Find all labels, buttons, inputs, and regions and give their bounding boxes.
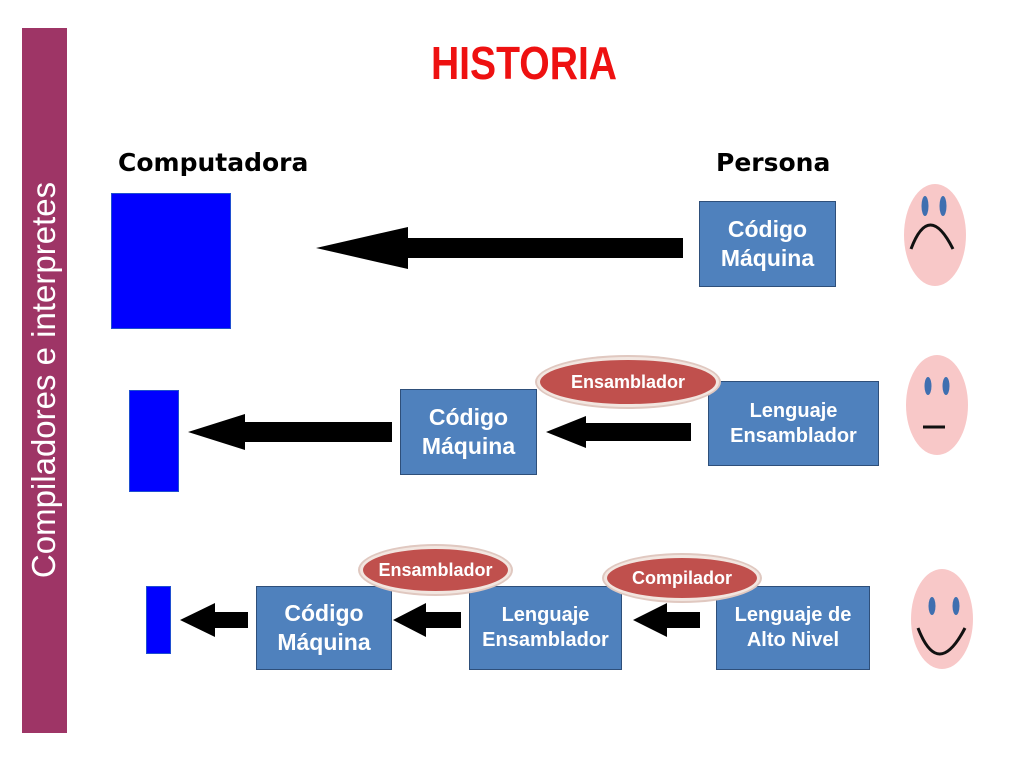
assembler-badge: Ensamblador bbox=[360, 546, 511, 594]
machine-code-box: Código Máquina bbox=[256, 586, 392, 670]
arrow-left bbox=[393, 603, 461, 637]
person-header: Persona bbox=[716, 148, 831, 177]
arrow-left bbox=[316, 227, 683, 269]
arrow-left bbox=[188, 414, 392, 450]
box-label: Código Máquina bbox=[421, 404, 516, 459]
sad-face-icon bbox=[904, 184, 966, 286]
machine-code-box: Código Máquina bbox=[699, 201, 836, 287]
assembly-language-box: Lenguaje Ensamblador bbox=[469, 586, 622, 670]
arrow-left bbox=[180, 603, 248, 637]
arrow-left bbox=[633, 603, 700, 637]
assembly-language-box: Lenguaje Ensamblador bbox=[708, 381, 879, 466]
box-label: Lenguaje Ensamblador bbox=[730, 399, 857, 447]
computer-block-small bbox=[146, 586, 171, 654]
sidebar-title: Compiladores e interpretes bbox=[25, 181, 62, 579]
happy-face-icon bbox=[911, 569, 973, 669]
box-label: Código Máquina bbox=[720, 216, 815, 271]
box-label: Lenguaje de Alto Nivel bbox=[734, 604, 852, 651]
high-level-language-box: Lenguaje de Alto Nivel bbox=[716, 586, 870, 670]
page-title: HISTORIA bbox=[430, 37, 618, 89]
computer-header: Computadora bbox=[118, 148, 309, 177]
compiler-badge: Compilador bbox=[604, 555, 760, 601]
computer-block-large bbox=[111, 193, 231, 329]
assembler-badge: Ensamblador bbox=[537, 357, 719, 407]
arrow-left bbox=[546, 416, 691, 448]
box-label: Lenguaje Ensamblador bbox=[482, 604, 609, 651]
neutral-face-icon bbox=[906, 355, 968, 455]
sidebar-band bbox=[22, 28, 67, 733]
box-label: Código Máquina bbox=[277, 600, 371, 655]
machine-code-box: Código Máquina bbox=[400, 389, 537, 475]
computer-block-medium bbox=[129, 390, 179, 492]
